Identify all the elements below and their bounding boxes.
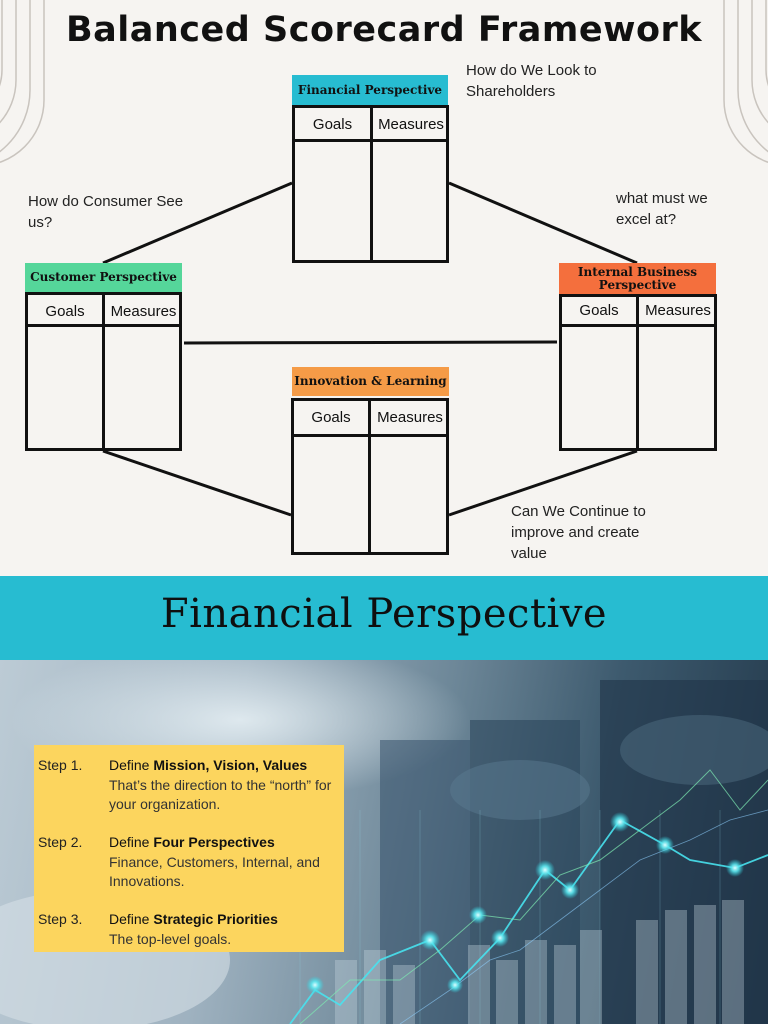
step-heading: Define Mission, Vision, Values [109,757,307,773]
customer-perspective-table: Goals Measures [25,292,182,451]
step-verb: Define [109,834,150,850]
step-description: The top-level goals. [109,931,232,947]
financial-perspective-table: Goals Measures [292,105,449,263]
step-heading: Define Four Perspectives [109,834,275,850]
internal-perspective-table: Goals Measures [559,294,717,451]
table-divider [562,324,714,327]
table-divider [295,139,446,142]
connector-financial-internal [448,181,638,265]
steps-card: Step 1. Define Mission, Vision, Values T… [34,745,344,952]
table-divider [28,324,179,327]
step-verb: Define [109,757,150,773]
table-divider [370,108,373,260]
goals-label: Goals [311,409,351,426]
innovation-perspective-table: Goals Measures [291,398,449,555]
table-divider [636,297,639,448]
page-title: Balanced Scorecard Framework [65,10,703,50]
financial-question: How do We Look to Shareholders [466,62,597,100]
measures-label: Measures [377,409,443,426]
step-heading: Define Strategic Priorities [109,911,278,927]
banner-title: Financial Perspective [160,591,608,637]
step-bold: Strategic Priorities [153,911,278,927]
connector-financial-customer [102,181,293,265]
step-number: Step 3. [38,911,83,927]
connector-customer-innovation [102,449,292,517]
step-description: That’s the direction to the “north” for … [109,777,332,812]
goals-label: Goals [579,302,619,319]
section-banner: Financial Perspective [0,576,768,660]
step-verb: Define [109,911,150,927]
measures-label: Measures [645,302,711,319]
customer-perspective-header: Customer Perspective [25,263,182,292]
connector-customer-internal [183,340,558,345]
measures-label: Measures [110,303,177,320]
innovation-question: Can We Continue to improve and create va… [511,503,646,562]
step-bold: Four Perspectives [153,834,275,850]
decorative-arcs-right [723,0,768,163]
internal-question: what must we excel at? [616,190,708,228]
decorative-arcs-left [0,0,45,163]
step-number: Step 2. [38,834,83,850]
innovation-perspective-header: Innovation & Learning [292,367,449,396]
connector-internal-innovation [448,449,638,517]
step-number: Step 1. [38,757,83,773]
internal-perspective-header: Internal Business Perspective [559,263,716,294]
table-divider [294,434,446,437]
measures-label: Measures [378,116,444,133]
table-divider [368,401,371,552]
table-divider [102,295,105,448]
customer-question: How do Consumer See us? [28,193,184,231]
goals-label: Goals [312,116,353,133]
diagram-area: Balanced Scorecard Framework Financial P… [0,0,768,562]
financial-perspective-header: Financial Perspective [292,75,448,105]
connector-lines [102,181,638,517]
step-bold: Mission, Vision, Values [153,757,308,773]
goals-label: Goals [45,303,85,320]
step-description: Finance, Customers, Internal, and Innova… [109,854,320,889]
